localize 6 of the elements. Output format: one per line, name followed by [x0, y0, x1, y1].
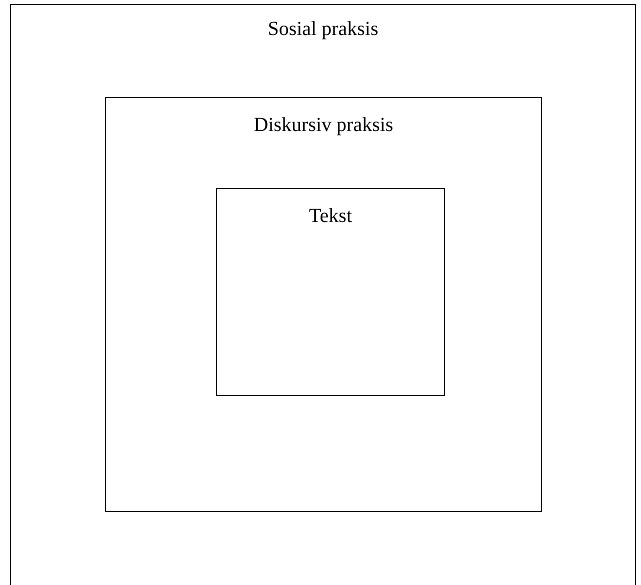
nested-box [10, 4, 636, 585]
box-label: Tekst [308, 204, 352, 228]
nested-box [105, 97, 542, 512]
nested-box [216, 188, 445, 396]
box-label: Sosial praksis [268, 17, 378, 41]
box-label: Diskursiv praksis [254, 113, 394, 137]
